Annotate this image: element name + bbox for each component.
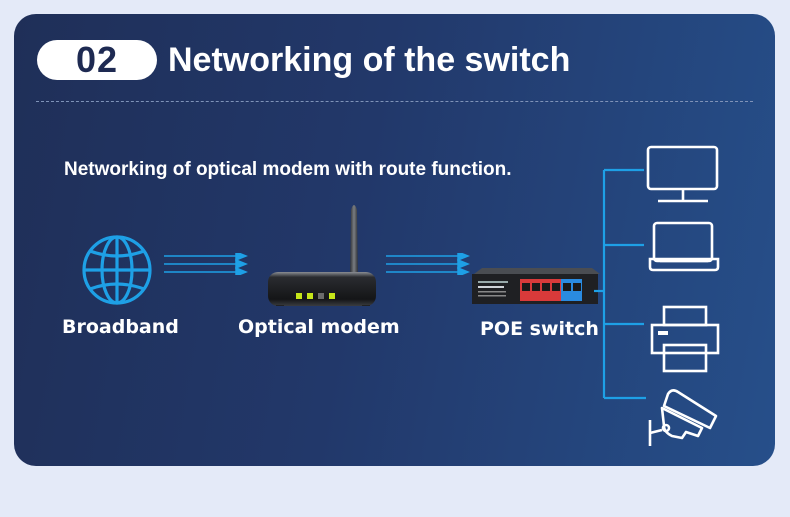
arrows-broadband-to-modem — [164, 253, 248, 275]
divider — [36, 101, 753, 102]
diagram-subtitle: Networking of optical modem with route f… — [64, 159, 512, 180]
diagram-card: 02 Networking of the switch Networking o… — [14, 14, 775, 466]
page-title: Networking of the switch — [168, 41, 571, 79]
node-label-broadband: Broadband — [62, 316, 179, 338]
arrows-modem-to-switch — [386, 253, 470, 275]
switch-icon — [472, 268, 600, 304]
laptop-icon — [648, 221, 720, 272]
globe-icon — [82, 235, 152, 305]
security-camera-icon — [648, 389, 718, 446]
router-icon — [268, 205, 376, 306]
node-label-poe-switch: POE switch — [480, 318, 599, 340]
node-label-optical-modem: Optical modem — [238, 316, 400, 338]
section-number-badge: 02 — [37, 39, 157, 80]
monitor-icon — [646, 145, 719, 203]
printer-icon — [650, 305, 720, 373]
switch-connector-tree — [594, 168, 646, 400]
section-number: 02 — [75, 39, 119, 80]
